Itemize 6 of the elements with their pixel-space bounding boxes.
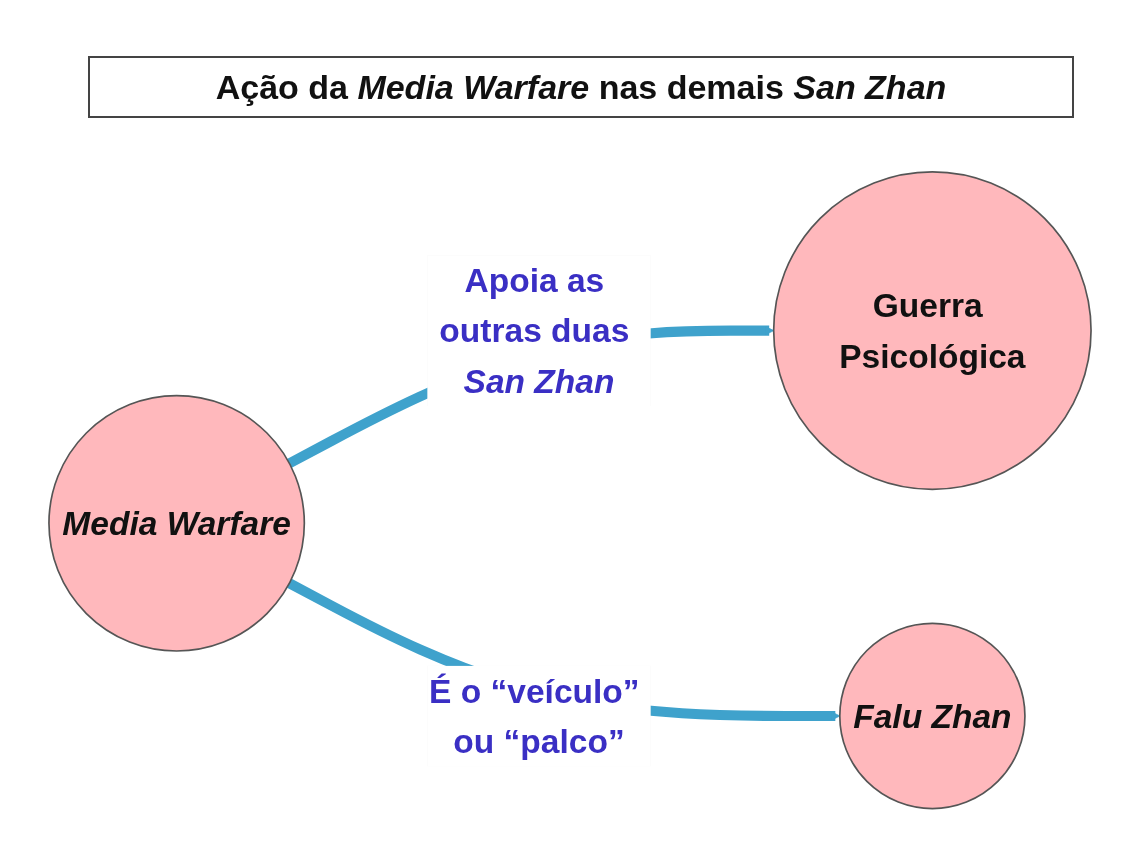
node-circle: Falu Zhan (838, 622, 1026, 810)
edge-label: É o “veículo” ou “palco” (429, 672, 640, 760)
edge-label: Apoia as outras duas San Zhan (439, 261, 630, 400)
title: Ação da Media Warfare nas demais San Zhan (215, 67, 947, 107)
node-circle: Guerra Psicológica (772, 170, 1092, 490)
node-circle: Media Warfare (48, 394, 306, 652)
